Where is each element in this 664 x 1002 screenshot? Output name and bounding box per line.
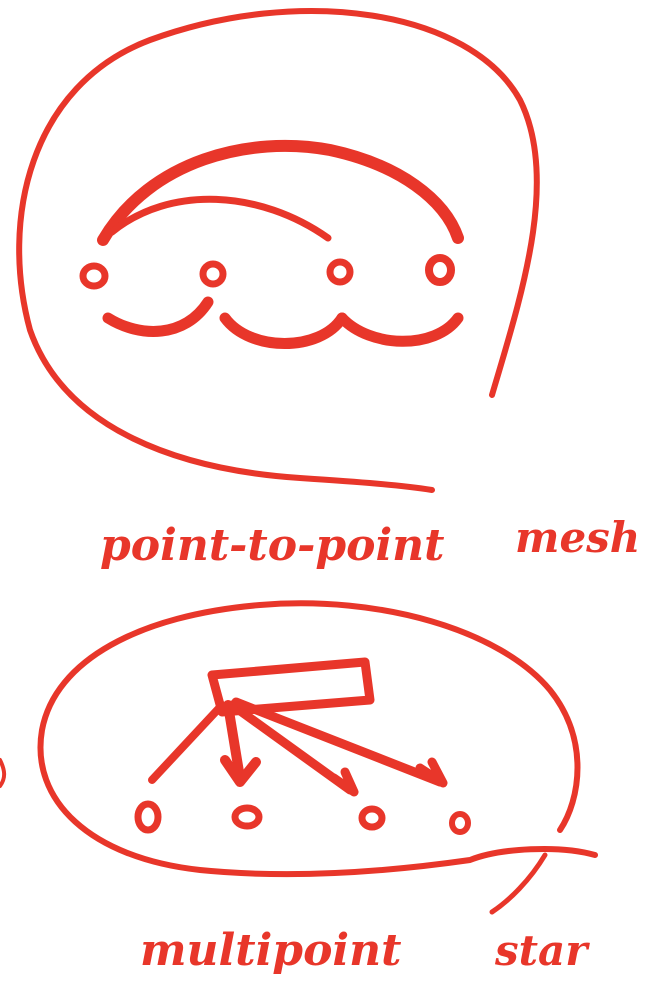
spoke-3-arrow: [329, 767, 359, 797]
label-multipoint: multipoint: [140, 925, 401, 976]
mesh-top-arc-inner: [108, 195, 332, 242]
star-node-1: [134, 800, 162, 834]
spoke-2: [223, 700, 245, 783]
star-diagram: [37, 600, 598, 915]
mesh-node-2: [199, 260, 227, 288]
spoke-2-arrow: [220, 755, 261, 787]
spoke-4: [231, 697, 445, 787]
mesh-lower-arc-1: [102, 296, 214, 337]
spoke-1: [148, 701, 226, 784]
label-star: star: [494, 926, 590, 975]
label-mesh: mesh: [515, 513, 640, 562]
stray-mark: [0, 758, 7, 788]
star-hub: [207, 657, 375, 717]
mesh-node-3: [326, 258, 354, 286]
star-node-2: [231, 804, 263, 830]
star-node-3: [358, 805, 386, 831]
mesh-lower-arc-3: [336, 312, 464, 347]
mesh-node-1: [79, 262, 109, 290]
label-point-to-point: point-to-point: [100, 520, 444, 571]
mesh-boundary: [16, 8, 540, 493]
star-tail: [489, 852, 548, 915]
star-boundary: [37, 600, 598, 878]
mesh-top-arc: [97, 139, 464, 246]
mesh-diagram: [16, 8, 540, 493]
star-node-4: [449, 811, 471, 835]
mesh-lower-arc-2: [219, 312, 348, 349]
spoke-4-arrow: [415, 757, 448, 788]
mesh-node-4: [425, 254, 455, 286]
